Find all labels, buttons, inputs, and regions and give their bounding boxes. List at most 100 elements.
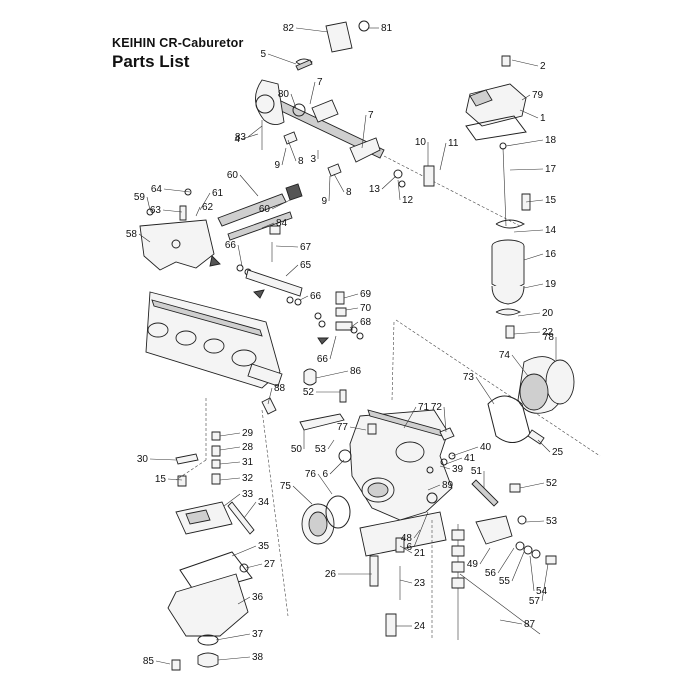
callout-number: 51: [471, 466, 483, 477]
callout-35: 35: [231, 541, 270, 557]
callout-16: 16: [523, 249, 557, 261]
callout-51: 51: [471, 466, 485, 488]
callout-number: 53: [546, 516, 558, 527]
leader-line: [239, 174, 259, 197]
callout-number: 82: [283, 23, 295, 34]
leader-line: [513, 331, 541, 335]
callout-number: 41: [464, 453, 476, 464]
callout-number: 58: [126, 229, 138, 240]
callout-7: 7: [361, 110, 374, 149]
callout-57: 57: [529, 563, 549, 607]
leader-line: [511, 59, 539, 67]
callout-number: 77: [337, 422, 349, 433]
callout-85: 85: [143, 656, 171, 667]
callout-28: 28: [219, 442, 254, 453]
callout-12: 12: [397, 179, 414, 206]
callout-number: 13: [369, 184, 381, 195]
callout-number: 40: [480, 442, 492, 453]
callout-66: 66: [225, 240, 243, 267]
callout-8: 8: [287, 139, 304, 167]
callout-88: 88: [267, 383, 286, 405]
leader-line: [219, 446, 241, 451]
callout-number: 38: [252, 652, 264, 663]
callout-number: 4: [234, 134, 240, 145]
callout-number: 14: [545, 225, 557, 236]
leader-line: [399, 545, 413, 554]
callout-75: 75: [280, 481, 313, 505]
callout-53: 53: [525, 516, 558, 527]
callout-2: 2: [511, 59, 546, 72]
callout-number: 63: [150, 205, 162, 216]
callout-41: 41: [445, 453, 476, 465]
callout-number: 29: [242, 428, 254, 439]
callout-number: 52: [546, 478, 558, 489]
callout-66: 66: [317, 335, 337, 365]
callout-number: 11: [448, 138, 459, 149]
leader-line: [231, 545, 257, 557]
leader-line: [317, 473, 333, 495]
callout-number: 17: [545, 164, 557, 175]
callout-number: 49: [467, 559, 479, 570]
callout-number: 80: [278, 89, 290, 100]
leader-line: [237, 596, 251, 605]
callout-78: 78: [543, 332, 557, 360]
callout-83: 83: [235, 125, 263, 143]
leader-line: [299, 295, 309, 301]
callout-number: 33: [242, 489, 254, 500]
callout-number: 59: [134, 192, 146, 203]
leader-line: [149, 458, 177, 461]
callout-number: 20: [542, 308, 554, 319]
leader-line: [343, 293, 359, 299]
callout-number: 71: [418, 402, 430, 413]
callout-number: 73: [463, 372, 475, 383]
callout-number: 19: [545, 279, 557, 290]
leader-line: [245, 563, 263, 569]
leader-line: [511, 354, 529, 377]
callout-number: 16: [545, 249, 557, 260]
callout-number: 23: [414, 578, 426, 589]
callout-number: 66: [317, 354, 329, 365]
callout-number: 57: [529, 596, 541, 607]
callout-39: 39: [439, 464, 464, 475]
leader-line: [517, 312, 541, 317]
callout-32: 32: [219, 473, 254, 484]
callout-68: 68: [349, 317, 372, 329]
leader-line: [499, 619, 523, 625]
callout-number: 22: [542, 327, 554, 338]
callout-number: 81: [381, 23, 393, 34]
callout-number: 56: [485, 568, 497, 579]
callout-74: 74: [499, 350, 529, 377]
leader-line: [505, 139, 544, 147]
callout-79: 79: [521, 90, 544, 101]
callout-50: 50: [291, 430, 305, 455]
leader-line: [199, 192, 211, 211]
callout-number: 34: [258, 497, 270, 508]
callout-55: 55: [499, 551, 525, 587]
callout-18: 18: [505, 135, 557, 147]
callout-21: 21: [399, 545, 426, 559]
callout-49: 49: [467, 547, 491, 570]
callout-87: 87: [499, 619, 536, 630]
callout-38: 38: [217, 652, 264, 663]
callout-61: 61: [199, 188, 224, 211]
leader-line: [138, 233, 151, 243]
callout-number: 62: [202, 202, 214, 213]
diagram-brand-title: KEIHIN CR-Caburetor: [112, 36, 244, 50]
leader-line: [509, 168, 544, 171]
leader-line: [381, 175, 397, 190]
leader-line: [267, 53, 297, 65]
leader-line: [285, 264, 299, 277]
callout-15: 15: [525, 195, 557, 206]
linkage-parts: [261, 389, 557, 565]
callout-number: 54: [536, 586, 548, 597]
leader-line: [290, 93, 297, 109]
callout-number: 86: [350, 366, 362, 377]
leader-line: [519, 482, 545, 489]
leader-line: [292, 485, 313, 505]
callout-number: 66: [310, 291, 322, 302]
callout-number: 74: [499, 350, 511, 361]
throttle-shaft-part: [255, 79, 385, 177]
callout-number: 8: [346, 187, 352, 198]
callout-number: 12: [402, 195, 414, 206]
